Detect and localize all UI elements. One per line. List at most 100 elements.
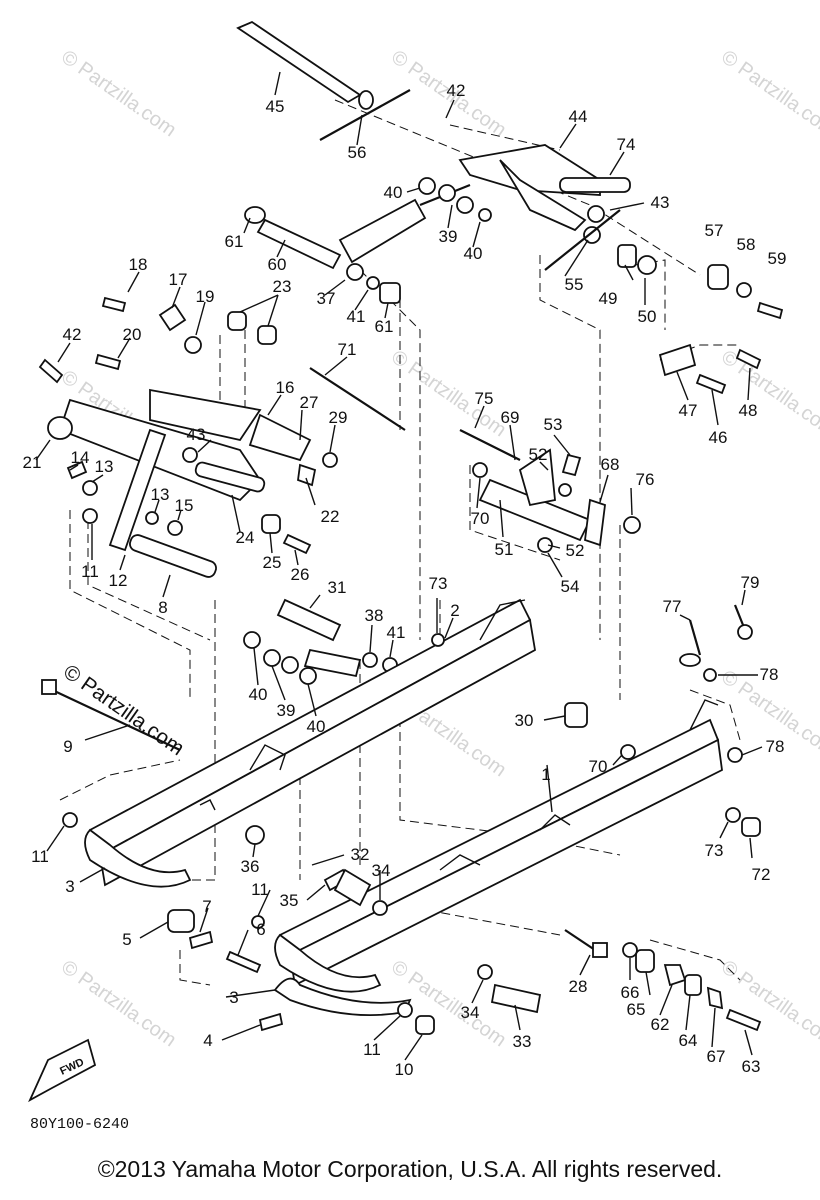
part-label: 25 — [263, 553, 282, 572]
part-label: 65 — [627, 1000, 646, 1019]
part-label: 56 — [348, 143, 367, 162]
part-label: 31 — [328, 578, 347, 597]
part-label: 54 — [561, 577, 580, 596]
part-label: 44 — [569, 107, 588, 126]
part-label: 68 — [601, 455, 620, 474]
part-label: 77 — [663, 597, 682, 616]
part-label: 37 — [317, 289, 336, 308]
part-label: 20 — [123, 325, 142, 344]
part-label: 1 — [541, 765, 550, 784]
part-label: 50 — [638, 307, 657, 326]
part-label: 63 — [742, 1057, 761, 1076]
part-label: 40 — [464, 244, 483, 263]
part-labels: 45 56 42 44 74 43 40 39 40 61 60 57 58 5… — [23, 81, 787, 1079]
part-label: 23 — [273, 277, 292, 296]
part-label: 75 — [475, 389, 494, 408]
part-label: 34 — [461, 1003, 480, 1022]
part-label: 36 — [241, 857, 260, 876]
watermark: © Partzilla.com — [57, 956, 180, 1051]
part-label: 53 — [544, 415, 563, 434]
part-label: 49 — [599, 289, 618, 308]
part-label: 19 — [196, 287, 215, 306]
part-label: 2 — [450, 601, 459, 620]
watermark: © Partzilla.com — [57, 46, 180, 141]
part-label: 35 — [280, 891, 299, 910]
part-label: 69 — [501, 408, 520, 427]
part-label: 78 — [760, 665, 779, 684]
part-label: 42 — [63, 325, 82, 344]
part-label: 17 — [169, 270, 188, 289]
part-label: 16 — [276, 378, 295, 397]
part-label: 33 — [513, 1032, 532, 1051]
part-label: 32 — [351, 845, 370, 864]
part-label: 8 — [158, 598, 167, 617]
part-label: 78 — [766, 737, 785, 756]
part-label: 43 — [651, 193, 670, 212]
part-label: 24 — [236, 528, 255, 547]
part-label: 52 — [566, 541, 585, 560]
part-label: 67 — [707, 1047, 726, 1066]
part-label: 62 — [651, 1015, 670, 1034]
part-label: 47 — [679, 401, 698, 420]
part-label: 28 — [569, 977, 588, 996]
part-label: 73 — [705, 841, 724, 860]
watermark: © Partzilla.com — [717, 956, 820, 1051]
part-label: 14 — [71, 448, 90, 467]
part-label: 22 — [321, 507, 340, 526]
part-label: 61 — [375, 317, 394, 336]
part-label: 70 — [471, 509, 490, 528]
part-label: 74 — [617, 135, 636, 154]
part-label: 15 — [175, 496, 194, 515]
part-label: 64 — [679, 1031, 698, 1050]
part-label: 11 — [251, 880, 269, 899]
part-label: 40 — [384, 183, 403, 202]
part-label: 38 — [365, 606, 384, 625]
part-label: 39 — [277, 701, 296, 720]
part-label: 30 — [515, 711, 534, 730]
part-label: 66 — [621, 983, 640, 1002]
part-label: 43 — [187, 425, 206, 444]
part-label: 21 — [23, 453, 42, 472]
part-label: 70 — [589, 757, 608, 776]
part-label: 11 — [81, 562, 99, 581]
part-label: 7 — [202, 897, 211, 916]
part-label: 13 — [151, 485, 170, 504]
fwd-arrow-icon — [28, 1038, 97, 1103]
part-label: 3 — [65, 877, 74, 896]
leader-lines — [35, 71, 763, 1061]
part-label: 11 — [31, 847, 49, 866]
part-label: 40 — [249, 685, 268, 704]
part-label: 10 — [395, 1060, 414, 1079]
part-label: 26 — [291, 565, 310, 584]
part-label: 57 — [705, 221, 724, 240]
part-label: 61 — [225, 232, 244, 251]
part-label: 6 — [256, 920, 265, 939]
part-label: 79 — [741, 573, 760, 592]
part-label: 60 — [268, 255, 287, 274]
part-label: 51 — [495, 540, 514, 559]
part-label: 4 — [203, 1031, 212, 1050]
part-label: 46 — [709, 428, 728, 447]
part-label: 9 — [63, 737, 72, 756]
parts-drawing — [28, 20, 784, 1103]
part-label: 71 — [338, 340, 357, 359]
part-label: 59 — [768, 249, 787, 268]
part-label: 48 — [739, 401, 758, 420]
watermark: © Partzilla.com — [717, 46, 820, 141]
part-label: 42 — [447, 81, 466, 100]
part-label: 11 — [363, 1040, 381, 1059]
part-label: 76 — [636, 470, 655, 489]
diagram-code: 80Y100-6240 — [30, 1116, 129, 1133]
part-label: 45 — [266, 97, 285, 116]
part-label: 5 — [122, 930, 131, 949]
part-label: 18 — [129, 255, 148, 274]
copyright-notice: ©2013 Yamaha Motor Corporation, U.S.A. A… — [97, 1156, 723, 1182]
part-label: 40 — [307, 717, 326, 736]
part-label: 34 — [372, 861, 391, 880]
part-label: 3 — [229, 988, 238, 1007]
part-label: 39 — [439, 227, 458, 246]
part-label: 29 — [329, 408, 348, 427]
part-label: 13 — [95, 457, 114, 476]
part-label: 52 — [529, 445, 548, 464]
